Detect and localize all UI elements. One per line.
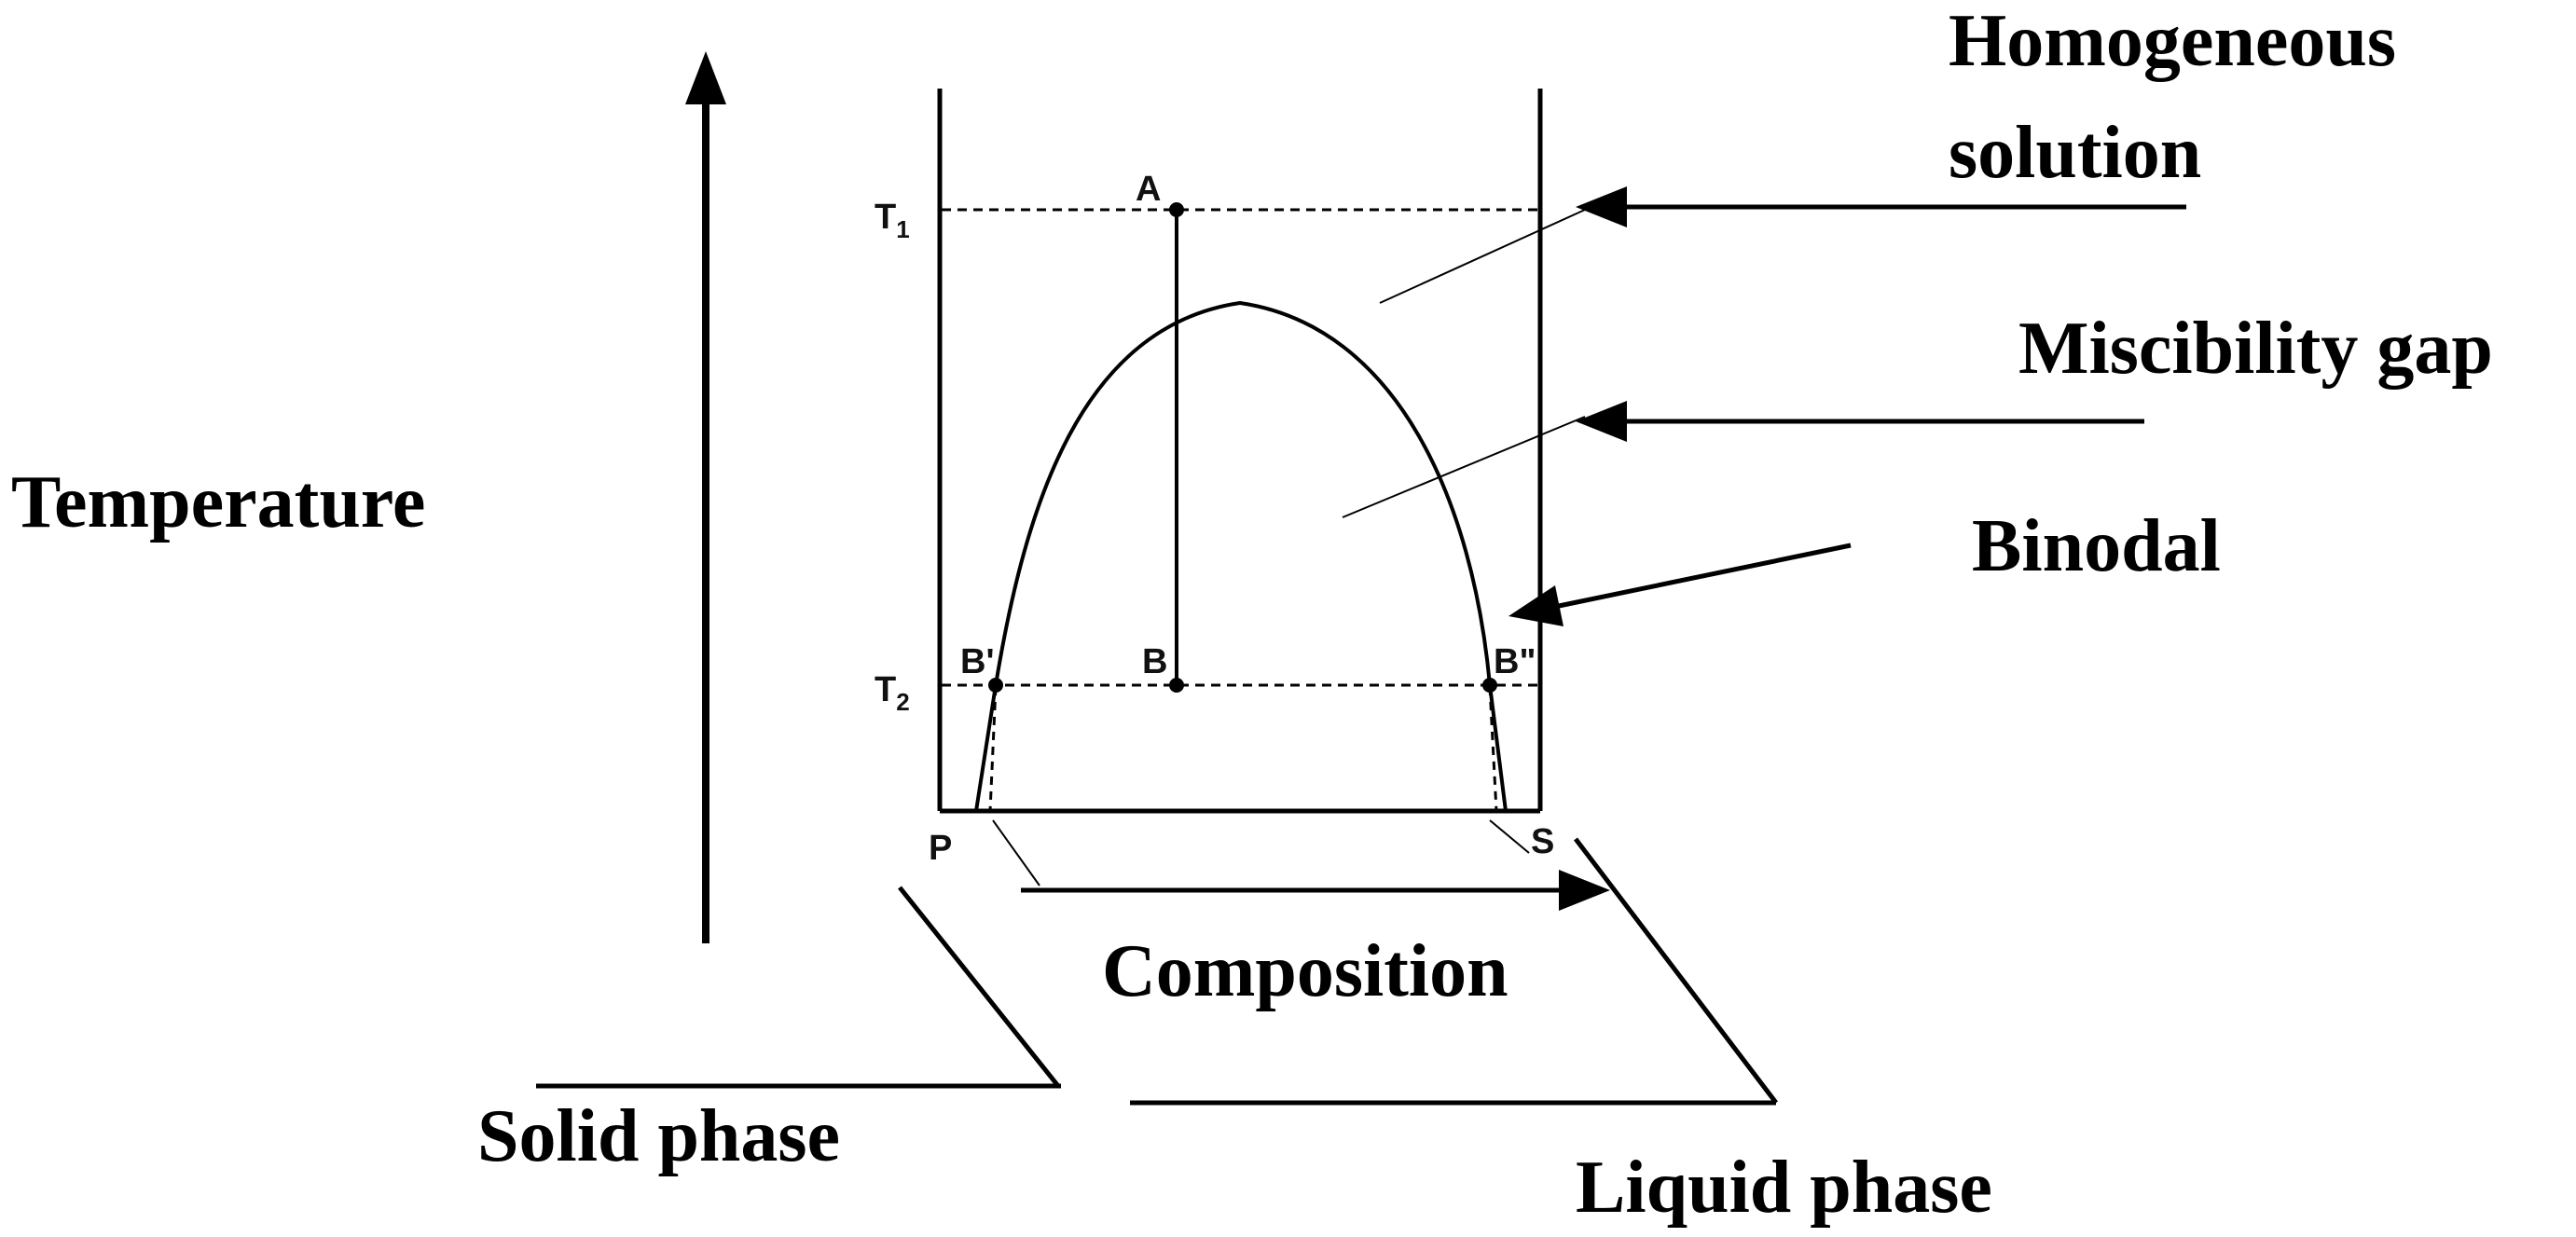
point-p-label: P: [929, 829, 952, 868]
t2-label: T2: [875, 670, 910, 716]
point-b-prime-label: B': [960, 642, 994, 681]
point-b-marker: [1169, 678, 1184, 693]
binodal-curve: [974, 300, 1508, 812]
temperature-label: Temperature: [11, 461, 425, 543]
miscibility-pointer-line: [1342, 416, 1586, 518]
point-b-label: B: [1142, 642, 1167, 681]
point-a-marker: [1169, 202, 1184, 217]
binodal-arrowhead-icon: [1508, 585, 1564, 626]
solid-phase-diagonal: [898, 886, 1060, 1088]
composition-arrowhead-icon: [1559, 870, 1610, 911]
point-b-prime-marker: [988, 678, 1003, 693]
p-leader-line: [992, 819, 1040, 887]
s-leader-line: [1489, 819, 1530, 854]
homogeneous-arrowhead-icon: [1576, 186, 1627, 227]
point-b-double-prime-marker: [1482, 678, 1497, 693]
b-prime-drop-line: [988, 686, 998, 812]
liquid-phase-diagonal: [1574, 837, 1778, 1105]
solid-phase-label: Solid phase: [477, 1095, 840, 1177]
binodal-label: Binodal: [1972, 505, 2221, 587]
point-b-double-prime-label: B": [1494, 642, 1536, 681]
composition-label: Composition: [1102, 930, 1508, 1012]
liquid-phase-label: Liquid phase: [1576, 1147, 1992, 1229]
temperature-arrowhead-icon: [685, 51, 726, 104]
homogeneous-label-line2: solution: [1949, 112, 2201, 194]
homogeneous-label-line1: Homogeneous: [1949, 0, 2396, 82]
t1-label: T1: [875, 198, 910, 243]
miscibility-arrowhead-icon: [1576, 401, 1627, 442]
b-double-prime-drop-line: [1488, 686, 1498, 812]
miscibility-gap-label: Miscibility gap: [2018, 308, 2493, 390]
point-s-label: S: [1531, 822, 1554, 861]
binodal-arrow: [1558, 543, 1852, 609]
point-a-label: A: [1136, 170, 1161, 209]
homogeneous-pointer-line: [1379, 209, 1586, 304]
